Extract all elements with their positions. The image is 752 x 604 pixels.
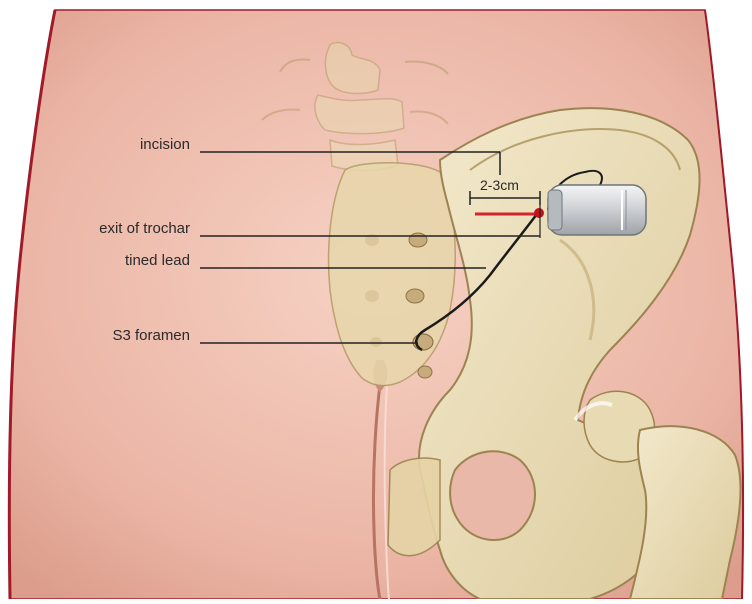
label-s3-foramen: S3 foramen: [112, 327, 190, 344]
label-incision: incision: [140, 136, 190, 153]
dimension-label: 2-3cm: [480, 177, 519, 193]
trochar-exit-point: [534, 208, 544, 218]
label-exit-of-trochar: exit of trochar: [99, 220, 190, 237]
label-tined-lead: tined lead: [125, 252, 190, 269]
